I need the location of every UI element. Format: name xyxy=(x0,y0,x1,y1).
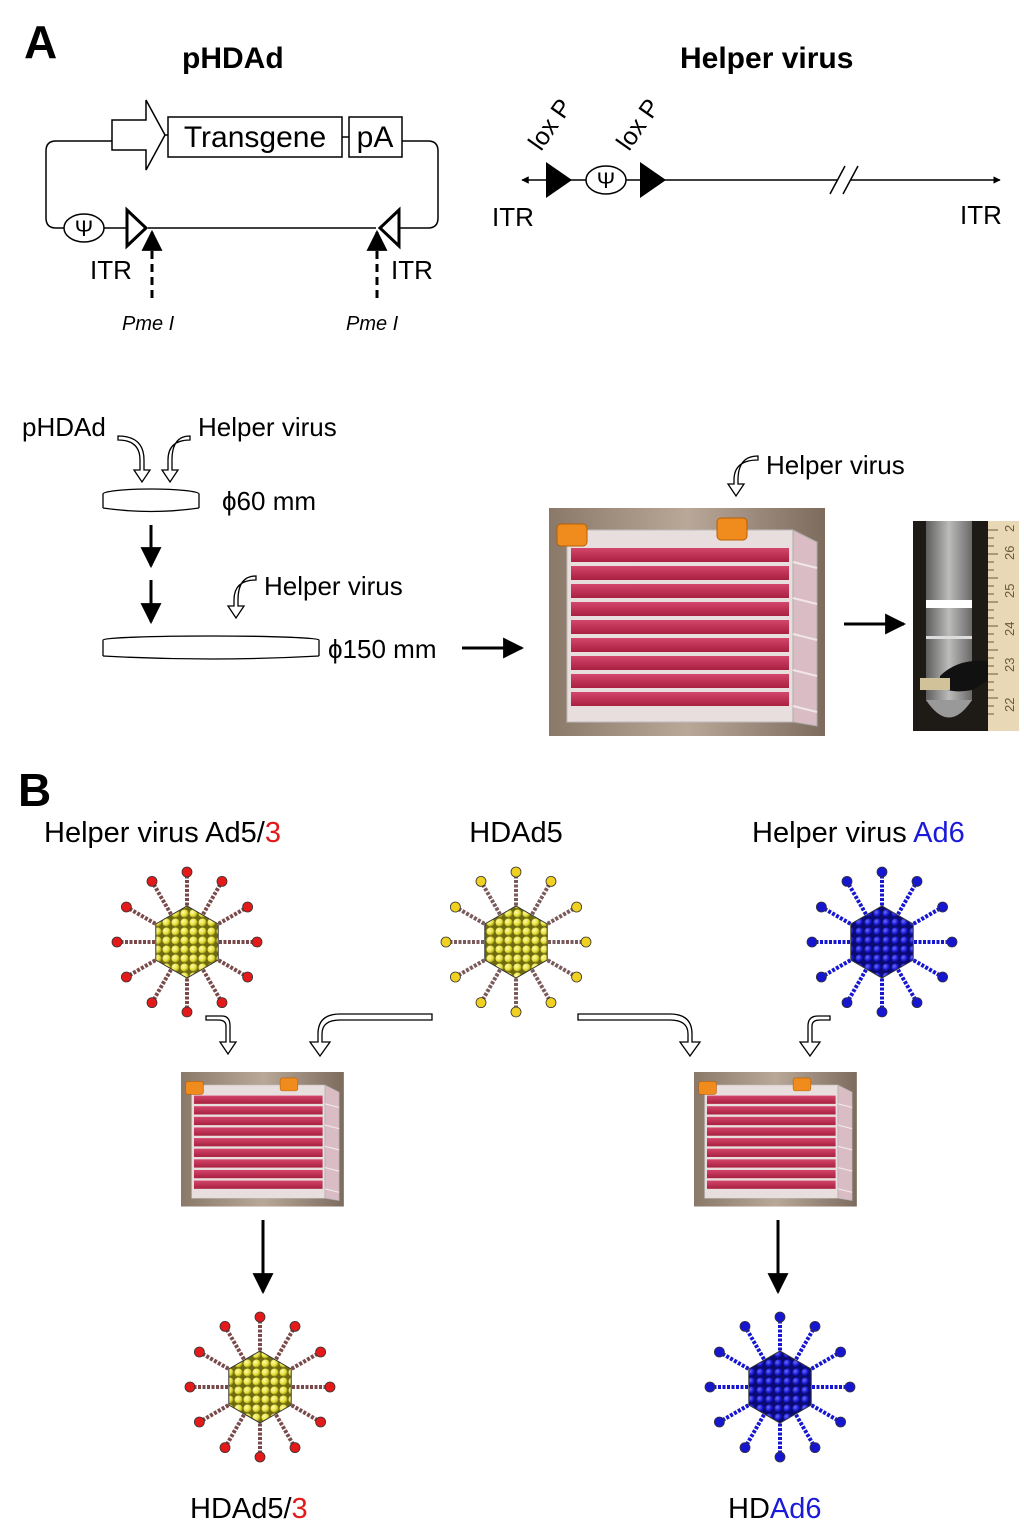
helper-ad53-prefix: Helper virus Ad5/ xyxy=(44,817,266,849)
hdad53-product-label: HDAd5/3 xyxy=(190,1493,308,1525)
dish-150mm xyxy=(102,635,320,660)
hdad53-prefix: HDAd5/ xyxy=(190,1493,292,1525)
loxp-2-label: lox P xyxy=(611,94,666,156)
cscl-tube-photo: 22 23 24 25 26 2 xyxy=(913,521,1019,731)
dish-60-label: ϕ60 mm xyxy=(222,486,316,516)
helper-ad53-label: Helper virus Ad5/3 xyxy=(44,817,281,849)
hollow-arrow-hdad5-left-icon xyxy=(308,1013,433,1058)
ruler-tick: 22 xyxy=(1002,698,1017,712)
psi-packaging-signal xyxy=(63,213,105,243)
pa-label: pA xyxy=(357,121,394,154)
helper-ad53-accent: 3 xyxy=(265,817,281,849)
virus-hdad5-icon xyxy=(440,866,592,1018)
virus-band xyxy=(926,600,972,608)
workflow-helper-3-label: Helper virus xyxy=(766,450,905,480)
hollow-arrow-helper2-icon xyxy=(226,575,257,620)
hollow-arrow-left-icon xyxy=(117,435,152,484)
ruler-tick: 25 xyxy=(1002,584,1017,598)
plasmid-itr-right: ITR xyxy=(391,255,433,285)
pa-box xyxy=(348,116,403,158)
pme-left-label: Pme I xyxy=(122,313,175,335)
hdad53-accent: 3 xyxy=(292,1493,308,1525)
workflow-helper-label: Helper virus xyxy=(198,412,337,442)
hdad6-accent: Ad6 xyxy=(770,1493,822,1525)
hollow-arrow-ad53-to-factory-icon xyxy=(205,1015,238,1056)
hollow-arrow-ad6-to-factory-icon xyxy=(798,1015,831,1058)
ruler-tick: 26 xyxy=(1002,546,1017,560)
helper-psi-signal xyxy=(585,165,627,195)
ruler-tick: 23 xyxy=(1002,658,1017,672)
loxp-1-label: lox P xyxy=(523,94,578,156)
helper-ad6-label: Helper virus Ad6 xyxy=(752,817,965,849)
helper-ad6-prefix: Helper virus xyxy=(752,817,913,849)
helper-genome-map: Ψ lox P lox P ITR ITR xyxy=(492,94,1002,232)
virus-particles-layer xyxy=(111,866,958,1463)
ruler-tick: 2 xyxy=(1002,525,1017,532)
psi-symbol: Ψ xyxy=(75,216,93,241)
loxp-1-triangle-icon xyxy=(546,162,572,198)
workflow-phdad-label: pHDAd xyxy=(22,412,106,442)
hollow-arrow-right-icon xyxy=(160,435,191,484)
ruler-tick-labels: 22 23 24 25 26 2 xyxy=(1002,525,1017,712)
hollow-arrow-hdad5-right-icon xyxy=(577,1013,702,1058)
amplification-workflow: pHDAd Helper virus ϕ60 mm Helper virus ϕ… xyxy=(22,412,1019,737)
helper-ad6-accent: Ad6 xyxy=(913,817,965,849)
cell-factory-left-photo xyxy=(180,1071,345,1208)
hollow-arrow-helper3-icon xyxy=(726,455,759,498)
virus-ad53-helper-icon xyxy=(111,866,263,1018)
hdad6-prefix: HD xyxy=(728,1493,770,1525)
dish-60mm xyxy=(102,488,200,513)
loxp-2-triangle-icon xyxy=(640,162,666,198)
helper-itr-right: ITR xyxy=(960,200,1002,230)
promoter-arrow-icon xyxy=(111,99,166,171)
dish-150-label: ϕ150 mm xyxy=(328,634,436,664)
genome-break-icon xyxy=(829,165,846,195)
virus-hdad53-product-icon xyxy=(184,1311,336,1463)
hdad6-product-label: HDAd6 xyxy=(728,1493,822,1525)
plasmid-map: Transgene pA Ψ ITR ITR Pme I Pme I xyxy=(45,99,439,335)
panel-b-letter: B xyxy=(18,764,51,816)
workflow-helper-2-label: Helper virus xyxy=(264,571,403,601)
pme-right-label: Pme I xyxy=(346,313,399,335)
ruler-tick: 24 xyxy=(1002,622,1017,636)
panel-a-letter: A xyxy=(24,16,57,68)
virus-ad6-helper-icon xyxy=(806,866,958,1018)
cell-factory-right-photo xyxy=(693,1071,858,1208)
virus-hdad6-product-icon xyxy=(704,1311,856,1463)
phdad-title: pHDAd xyxy=(182,42,284,75)
itr-right-triangle-icon xyxy=(377,206,401,250)
helper-virus-title: Helper virus xyxy=(680,42,853,75)
itr-left-triangle-icon xyxy=(125,206,149,250)
transgene-label: Transgene xyxy=(184,121,326,154)
helper-psi-symbol: Ψ xyxy=(597,168,615,193)
cell-factory-photo xyxy=(548,507,826,737)
plasmid-itr-left: ITR xyxy=(90,255,132,285)
hdad5-label: HDAd5 xyxy=(469,817,563,849)
helper-itr-left: ITR xyxy=(492,202,534,232)
